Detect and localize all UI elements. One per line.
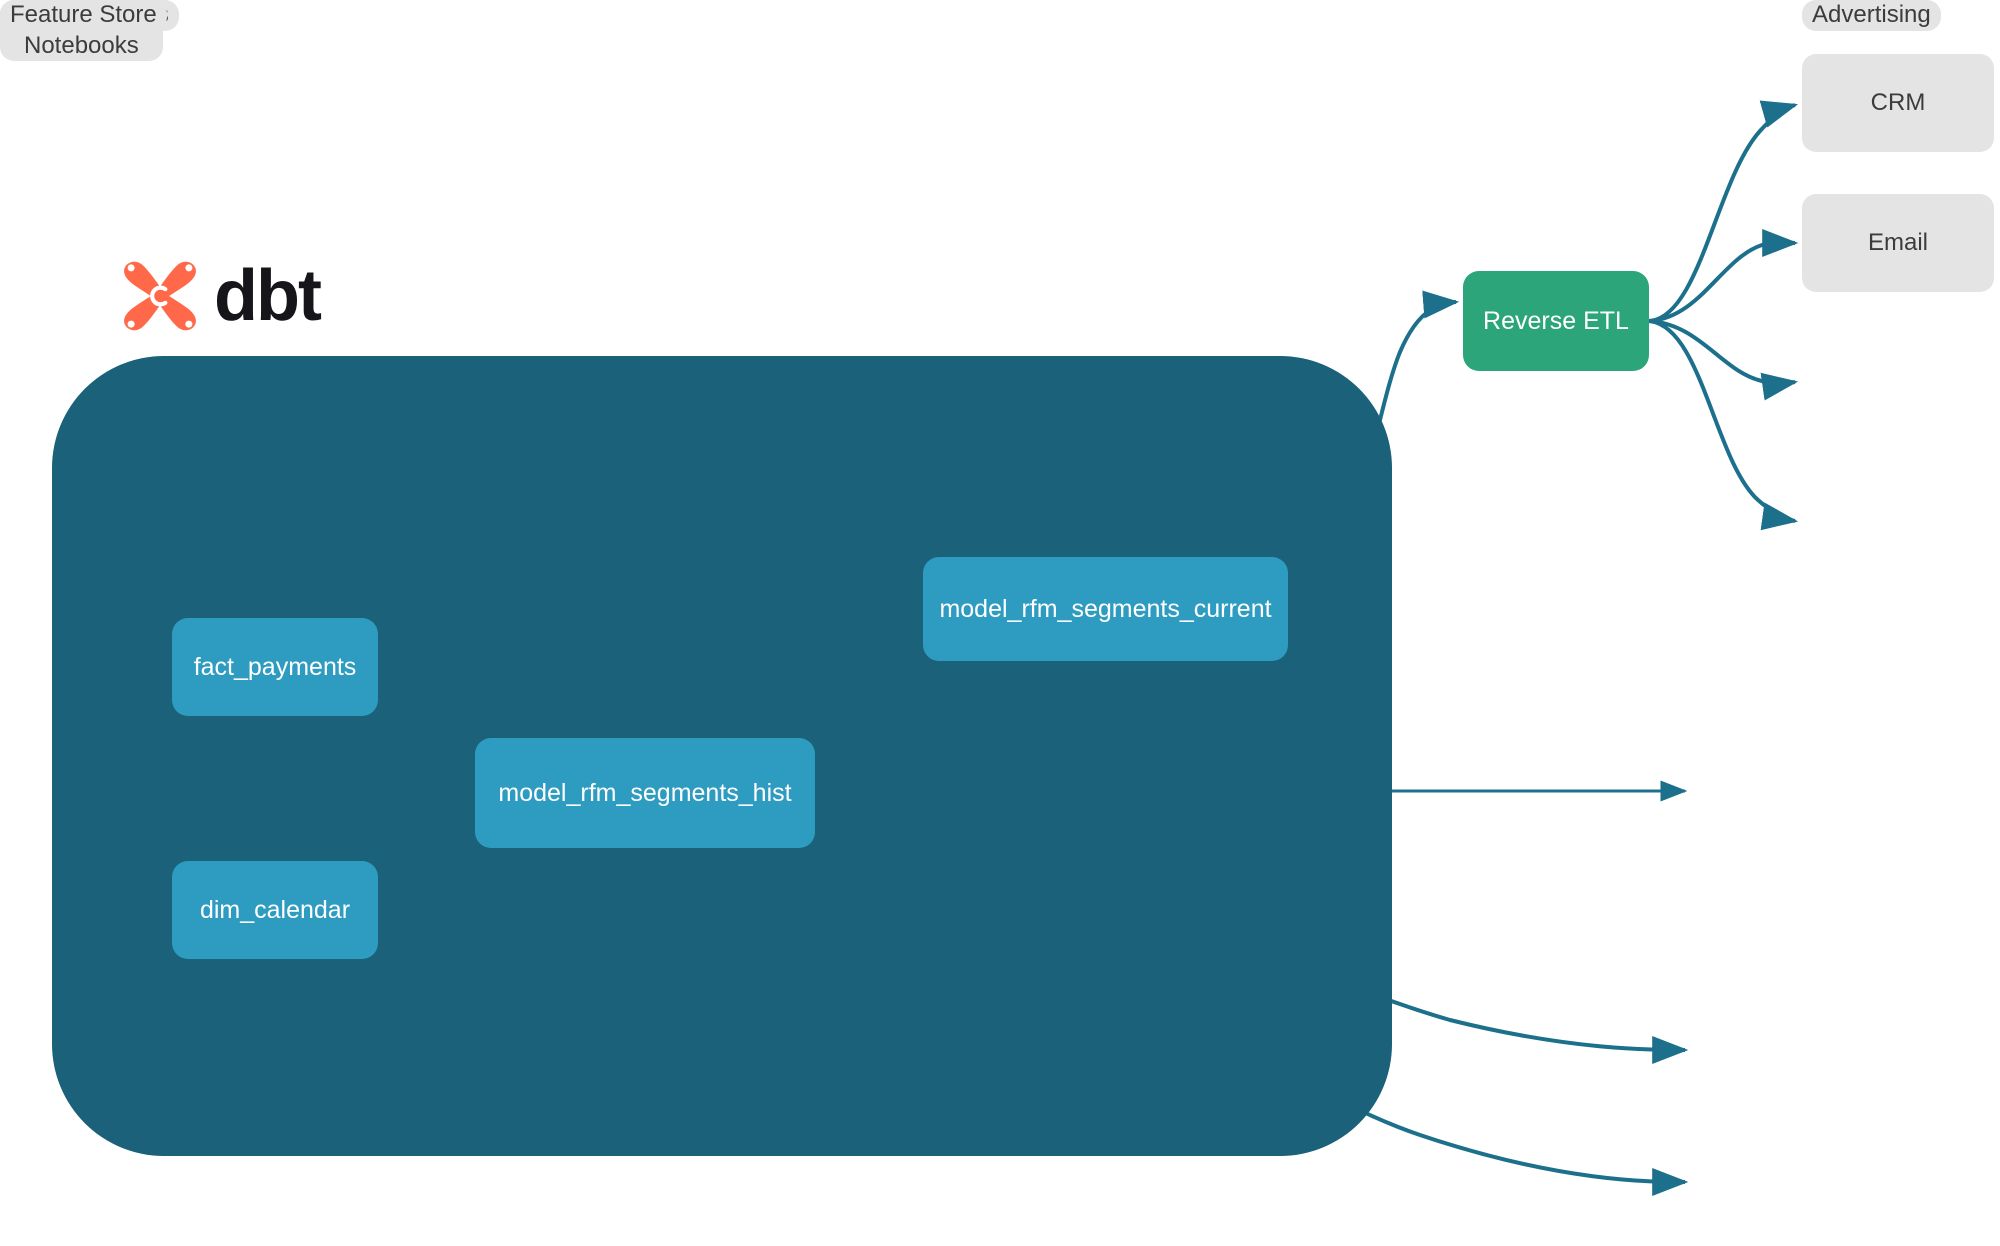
reverse-etl-node[interactable]: Reverse ETL (1463, 271, 1649, 371)
edge-reverse-etl-to-email (1648, 228, 1799, 323)
model-node-label: dim_calendar (199, 895, 351, 924)
model-node-label: model_rfm_segments_hist (498, 778, 792, 807)
dbt-logo-icon (124, 261, 196, 331)
destination-node-advertising[interactable]: Advertising (1802, 0, 1941, 31)
model-node-label: fact_payments (193, 652, 357, 681)
model-node-label: model_rfm_segments_current (939, 594, 1272, 623)
model-node-dim-calendar[interactable]: dim_calendar (172, 861, 378, 959)
destination-label: Feature Store (10, 1, 157, 28)
destination-node-email[interactable]: Email (1802, 194, 1994, 292)
edge-reverse-etl-to-crm (1648, 100, 1799, 323)
destination-node-feature-store[interactable]: Feature Store (0, 0, 167, 31)
model-node-model-rfm-segments-current[interactable]: model_rfm_segments_current (923, 557, 1288, 661)
model-node-model-rfm-segments-hist[interactable]: model_rfm_segments_hist (475, 738, 815, 848)
destination-label: Email (1867, 228, 1928, 256)
destination-label: Advertising (1812, 1, 1931, 28)
dbt-brand-lockup: dbt (122, 256, 322, 336)
reverse-etl-label: Reverse ETL (1483, 306, 1629, 335)
edge-reverse-etl-to-advertising (1648, 319, 1799, 401)
destination-node-crm[interactable]: CRM (1802, 54, 1994, 152)
destination-label: CRM (1870, 88, 1926, 116)
model-node-fact-payments[interactable]: fact_payments (172, 618, 378, 716)
dbt-wordmark: dbt (214, 256, 322, 336)
edge-reverse-etl-to-sms (1648, 319, 1799, 531)
